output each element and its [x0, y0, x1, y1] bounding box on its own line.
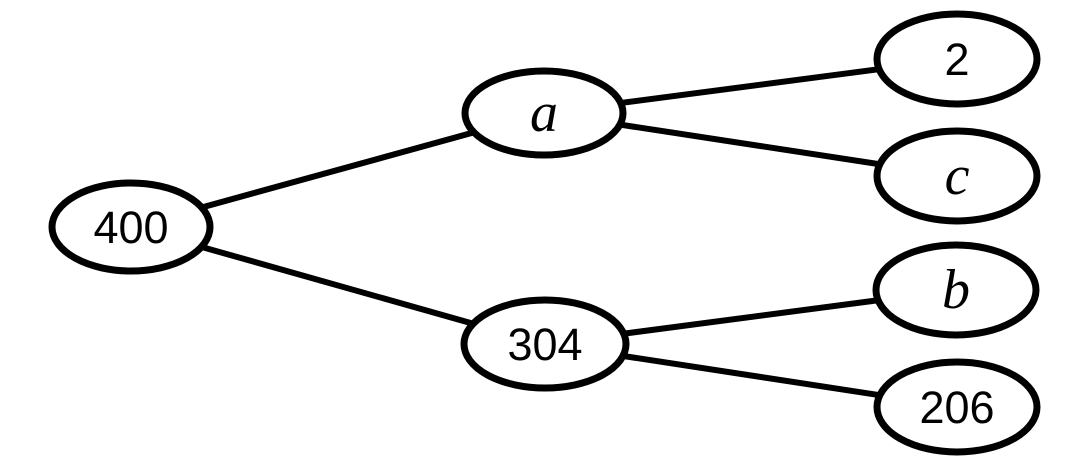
tree-node-c: c	[873, 127, 1041, 225]
node-ellipse	[461, 67, 627, 159]
node-label: 2	[944, 34, 969, 85]
node-ellipse	[873, 127, 1041, 225]
tree-node-a: a	[461, 67, 627, 159]
tree-node-400: 400	[48, 179, 214, 275]
tree-node-304: 304	[460, 296, 630, 392]
node-label: c	[945, 145, 970, 207]
node-ellipse	[873, 358, 1041, 456]
tree-node-b: b	[872, 241, 1040, 339]
nodes-layer: 400 a 304 2 cb 206	[48, 10, 1041, 456]
node-label: 400	[93, 202, 168, 253]
node-label: 206	[919, 382, 994, 433]
tree-node-2: 2	[873, 10, 1041, 108]
node-label: 304	[507, 319, 582, 370]
node-ellipse	[48, 179, 214, 275]
node-ellipse	[460, 296, 630, 392]
tree-node-206: 206	[873, 358, 1041, 456]
node-label: a	[530, 82, 558, 144]
node-ellipse	[873, 10, 1041, 108]
node-label: b	[942, 259, 970, 321]
node-ellipse	[872, 241, 1040, 339]
